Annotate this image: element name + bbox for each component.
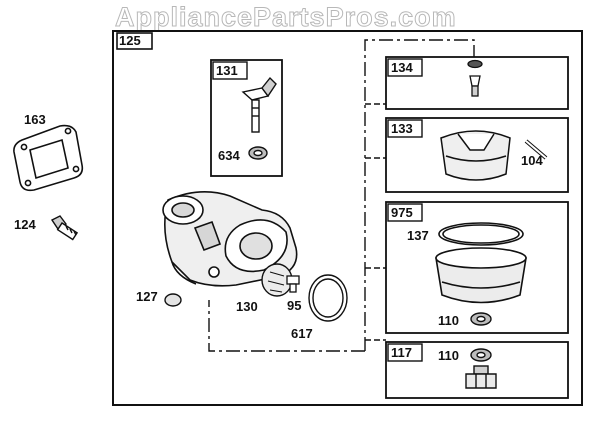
part-95-drawing xyxy=(286,275,300,293)
part-127-drawing xyxy=(164,293,182,307)
subassembly-134-tag xyxy=(387,58,423,77)
part-975-drawing xyxy=(435,222,527,304)
subassembly-131-tag xyxy=(212,61,248,80)
subassembly-117-tag xyxy=(387,343,423,362)
subassembly-133-label: 133 xyxy=(391,121,413,136)
subassembly-975-tag xyxy=(387,203,423,222)
gasket-163-drawing xyxy=(13,124,84,192)
assembly-125-tag xyxy=(116,32,153,50)
subassembly-975-box xyxy=(385,201,569,334)
callout-124: 124 xyxy=(14,217,36,232)
subassembly-133-box xyxy=(385,117,569,193)
carburetor-body-drawing xyxy=(162,191,298,287)
part-133-drawing xyxy=(440,130,548,181)
subassembly-134-label: 134 xyxy=(391,60,413,75)
washer-110-nut-drawing xyxy=(470,348,492,362)
subassembly-134-box xyxy=(385,56,569,110)
part-131-drawing xyxy=(241,76,277,133)
part-134-drawing xyxy=(467,59,483,97)
callout-163: 163 xyxy=(24,112,46,127)
bolt-124-drawing xyxy=(50,215,79,241)
callout-130: 130 xyxy=(236,299,258,314)
subassembly-131-label: 131 xyxy=(216,63,238,78)
subassembly-117-box xyxy=(385,341,569,399)
part-117-drawing xyxy=(465,365,497,389)
subassembly-975-label: 975 xyxy=(391,205,413,220)
leader-line-top xyxy=(364,39,475,351)
subassembly-131-box xyxy=(210,59,283,177)
subassembly-117-label: 117 xyxy=(391,345,412,360)
callout-104: 104 xyxy=(521,153,543,168)
watermark: AppliancePartsPros.com xyxy=(115,2,457,33)
subassembly-133-tag xyxy=(387,119,423,138)
washer-110-bowl-drawing xyxy=(470,312,492,326)
callout-137: 137 xyxy=(407,228,429,243)
callout-95: 95 xyxy=(287,298,302,313)
part-617-drawing xyxy=(308,274,348,322)
assembly-125-frame xyxy=(112,30,583,406)
leader-line-bottom xyxy=(208,300,365,352)
seal-634-drawing xyxy=(248,146,268,160)
callout-617: 617 xyxy=(291,326,313,341)
callout-127: 127 xyxy=(136,289,158,304)
callout-634: 634 xyxy=(218,148,240,163)
assembly-125-label: 125 xyxy=(119,33,141,48)
callout-110-bowl: 110 xyxy=(438,313,459,328)
callout-110-nut: 110 xyxy=(438,348,459,363)
